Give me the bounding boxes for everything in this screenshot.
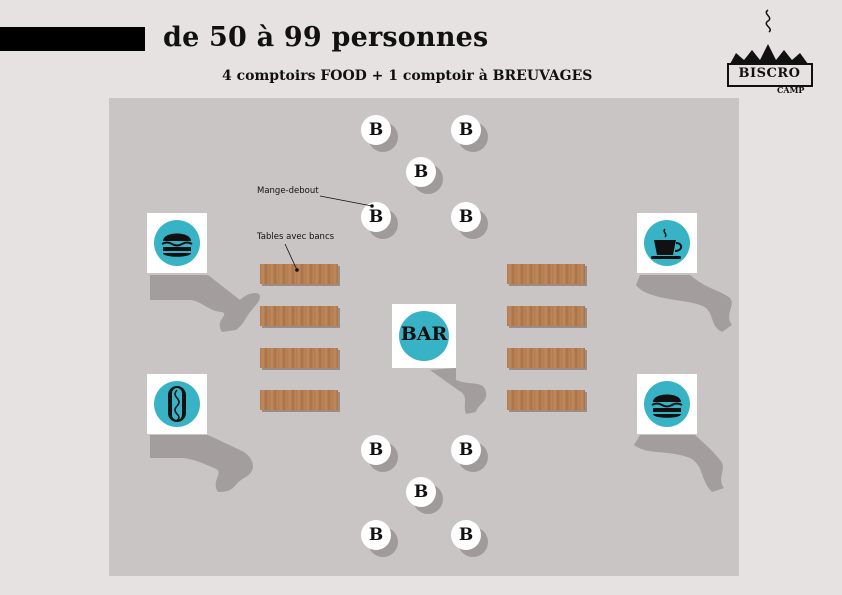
coffee-cup-icon xyxy=(651,228,683,259)
table-bench-right-1 xyxy=(507,264,585,284)
mange-debout: B xyxy=(361,520,398,557)
page-title: de 50 à 99 personnes xyxy=(163,22,489,53)
table-bench-left-3 xyxy=(260,348,338,368)
mange-debout: B xyxy=(451,115,488,152)
logo-sub: CAMP xyxy=(777,85,805,95)
burger-icon xyxy=(651,394,683,418)
tables-label: Tables avec bancs xyxy=(257,232,335,242)
table-bench-right-2 xyxy=(507,306,585,326)
food-counter-burger-bottom-right xyxy=(637,374,697,434)
biscro-camp-logo: BISCRO CAMP xyxy=(722,8,822,100)
food-counter-burger-top-left xyxy=(147,213,207,273)
mange-debout: B xyxy=(451,520,488,557)
table-bench-left-4 xyxy=(260,390,338,410)
table-bench-left-1 xyxy=(260,264,338,284)
food-counter-hotdog xyxy=(147,374,207,434)
bar-counter: BAR xyxy=(392,304,456,368)
mange-debout: B xyxy=(451,202,488,239)
mange-debout-label: Mange-debout xyxy=(257,186,319,196)
page-subtitle: 4 comptoirs FOOD + 1 comptoir à BREUVAGE… xyxy=(222,68,593,84)
mange-debout: B xyxy=(451,435,488,472)
beverage-counter-coffee xyxy=(637,213,697,273)
table-bench-left-2 xyxy=(260,306,338,326)
header-black-bar xyxy=(0,27,145,51)
mange-debout: B xyxy=(406,477,443,514)
table-bench-right-3 xyxy=(507,348,585,368)
table-bench-right-4 xyxy=(507,390,585,410)
mange-debout: B xyxy=(361,435,398,472)
hotdog-icon xyxy=(168,386,186,422)
bar-label: BAR xyxy=(400,323,448,345)
logo-name: BISCRO xyxy=(738,66,801,81)
mange-debout: B xyxy=(406,157,443,194)
mange-debout: B xyxy=(361,202,398,239)
burger-icon xyxy=(161,233,193,257)
bar-disc xyxy=(399,311,449,361)
mange-debout: B xyxy=(361,115,398,152)
